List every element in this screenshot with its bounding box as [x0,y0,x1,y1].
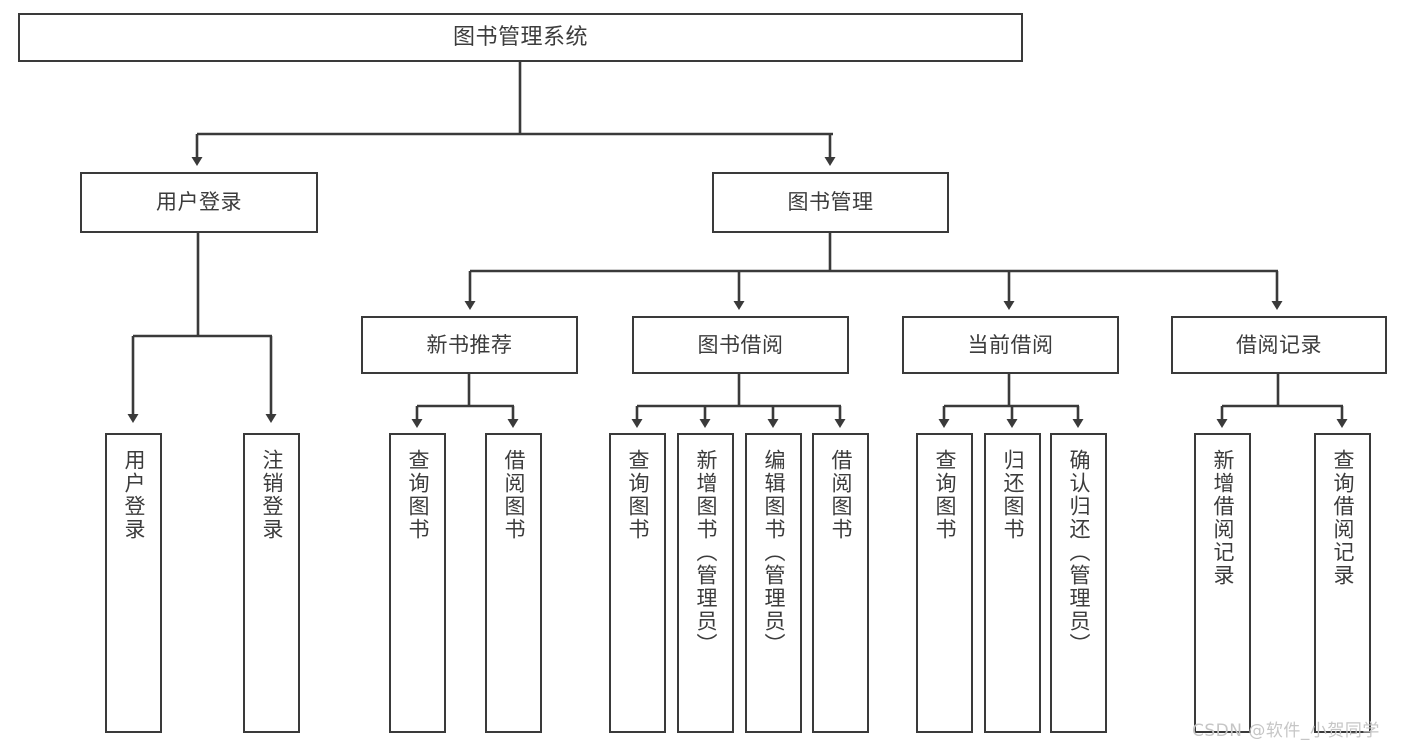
node-leaf-confirm-return[interactable]: 确认归还（管理员） [1050,433,1107,733]
node-current-borrow[interactable]: 当前借阅 [902,316,1119,374]
node-label: 查询图书 [406,449,430,541]
node-label: 查询图书 [626,449,650,541]
node-leaf-add-book[interactable]: 新增图书（管理员） [677,433,734,733]
node-leaf-query-record[interactable]: 查询借阅记录 [1314,433,1371,733]
node-book-management[interactable]: 图书管理 [712,172,949,233]
node-leaf-query-book-2[interactable]: 查询图书 [609,433,666,733]
node-label: 归还图书 [1001,449,1025,541]
node-label: 图书管理 [787,190,874,215]
node-label: 新增图书（管理员） [694,449,718,656]
node-new-book-recommend[interactable]: 新书推荐 [361,316,578,374]
node-label: 用户登录 [122,449,146,541]
node-label: 编辑图书（管理员） [762,449,786,656]
node-leaf-query-book-3[interactable]: 查询图书 [916,433,973,733]
node-root-system[interactable]: 图书管理系统 [18,13,1023,62]
watermark-text: CSDN @软件_小贺同学 [1192,721,1380,741]
node-leaf-add-record[interactable]: 新增借阅记录 [1194,433,1251,733]
node-label: 新书推荐 [426,332,513,357]
node-label: 用户登录 [156,190,242,215]
node-leaf-logout-login[interactable]: 注销登录 [243,433,300,733]
node-label: 当前借阅 [967,332,1054,357]
node-label: 确认归还（管理员） [1067,449,1091,656]
node-leaf-borrow-book-2[interactable]: 借阅图书 [812,433,869,733]
node-label: 借阅记录 [1236,332,1322,357]
node-label: 查询图书 [933,449,957,541]
node-label: 图书借阅 [697,332,784,357]
node-label: 借阅图书 [829,449,853,541]
node-label: 新增借阅记录 [1211,449,1235,587]
node-borrow-record[interactable]: 借阅记录 [1171,316,1387,374]
node-book-borrow[interactable]: 图书借阅 [632,316,849,374]
node-leaf-borrow-book-1[interactable]: 借阅图书 [485,433,542,733]
node-leaf-user-login[interactable]: 用户登录 [105,433,162,733]
node-label: 图书管理系统 [452,24,588,50]
node-leaf-query-book-1[interactable]: 查询图书 [389,433,446,733]
node-leaf-return-book[interactable]: 归还图书 [984,433,1041,733]
node-label: 查询借阅记录 [1331,449,1355,587]
node-label: 注销登录 [260,449,284,541]
node-user-login[interactable]: 用户登录 [80,172,318,233]
node-leaf-edit-book[interactable]: 编辑图书（管理员） [745,433,802,733]
node-label: 借阅图书 [502,449,526,541]
